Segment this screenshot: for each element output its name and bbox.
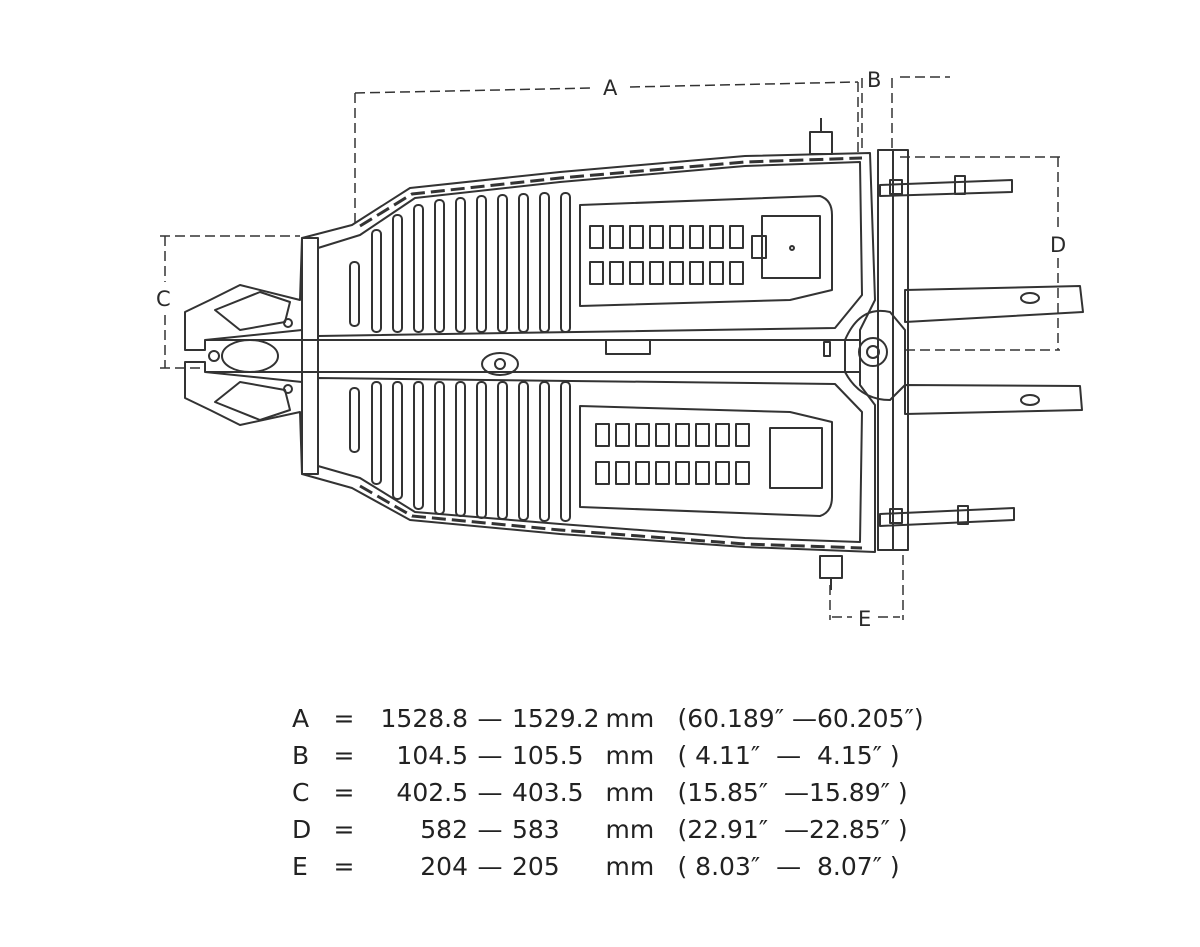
waffle-grid-top <box>579 195 833 307</box>
spec-min: 1528.8 <box>380 704 468 733</box>
center-tunnel <box>205 339 860 373</box>
spec-equals: = <box>333 741 355 770</box>
spec-equals: = <box>333 852 355 881</box>
left-floor-pan <box>317 161 863 337</box>
spec-row-d: D = 582 — 583 mm (22.91″ —22.85″ ) <box>292 811 977 848</box>
spec-key: D <box>292 815 312 844</box>
spec-max: 403.5 <box>512 778 584 807</box>
spec-key: E <box>292 852 308 881</box>
dimension-label-e: E <box>858 607 871 631</box>
floor-pan-outline <box>301 152 876 553</box>
spec-key: B <box>292 741 310 770</box>
tie-rod-top <box>879 175 1013 197</box>
spec-row-e: E = 204 — 205 mm ( 8.03″ — 8.07″ ) <box>292 848 977 885</box>
spec-key: C <box>292 778 310 807</box>
chassis-frame-diagram: A B C D E <box>156 68 1084 631</box>
spec-inches: (60.189″ —60.205″) <box>677 704 924 733</box>
spec-separator: — <box>477 852 503 881</box>
spec-min: 402.5 <box>396 778 468 807</box>
dimension-label-c: C <box>156 287 171 311</box>
spec-inches: ( 4.11″ — 4.15″ ) <box>677 741 900 770</box>
spec-inches: ( 8.03″ — 8.07″ ) <box>677 852 900 881</box>
waffle-grid-bottom <box>579 405 833 517</box>
spec-unit: mm <box>605 704 655 733</box>
side-flange-bottom <box>359 484 863 550</box>
spec-separator: — <box>477 815 503 844</box>
spec-unit: mm <box>605 741 655 770</box>
floor-ribs-top <box>349 192 571 333</box>
spec-equals: = <box>333 704 355 733</box>
dimension-spec-table: A = 1528.8 — 1529.2 mm (60.189″ —60.205″… <box>292 700 977 885</box>
spec-key: A <box>292 704 310 733</box>
right-floor-pan <box>317 377 863 543</box>
spec-min: 582 <box>420 815 468 844</box>
spec-unit: mm <box>605 778 655 807</box>
spec-row-a: A = 1528.8 — 1529.2 mm (60.189″ —60.205″… <box>292 700 977 737</box>
dimension-e-line <box>829 555 904 620</box>
spec-min: 204 <box>420 852 468 881</box>
spec-unit: mm <box>605 852 655 881</box>
dimension-label-d: D <box>1050 233 1066 257</box>
dimension-a-line <box>354 81 859 225</box>
side-flange-top <box>359 156 863 228</box>
shift-plate <box>481 352 519 376</box>
dimension-b-line <box>861 76 950 150</box>
floor-ribs-bottom <box>349 381 571 522</box>
dimension-d-line <box>900 156 1060 351</box>
spec-equals: = <box>333 778 355 807</box>
spec-max: 1529.2 <box>512 704 600 733</box>
spec-separator: — <box>477 741 503 770</box>
spec-separator: — <box>477 778 503 807</box>
rear-fork <box>184 237 303 475</box>
spec-max: 583 <box>512 815 560 844</box>
tie-rod-bottom <box>879 505 1015 527</box>
spec-row-b: B = 104.5 — 105.5 mm ( 4.11″ — 4.15″ ) <box>292 737 977 774</box>
dimension-label-b: B <box>867 68 881 92</box>
spec-inches: (15.85″ —15.89″ ) <box>677 778 908 807</box>
rear-cross-member <box>301 237 319 475</box>
spec-separator: — <box>477 704 503 733</box>
spec-max: 205 <box>512 852 560 881</box>
jack-point-top <box>809 118 833 155</box>
spec-equals: = <box>333 815 355 844</box>
jack-point-bottom <box>819 555 843 590</box>
dimension-c-line <box>160 235 300 369</box>
spec-max: 105.5 <box>512 741 584 770</box>
dimension-label-a: A <box>603 76 618 100</box>
spec-inches: (22.91″ —22.85″ ) <box>677 815 908 844</box>
spec-min: 104.5 <box>396 741 468 770</box>
spec-row-c: C = 402.5 — 403.5 mm (15.85″ —15.89″ ) <box>292 774 977 811</box>
front-tunnel-head <box>844 309 906 401</box>
spec-unit: mm <box>605 815 655 844</box>
